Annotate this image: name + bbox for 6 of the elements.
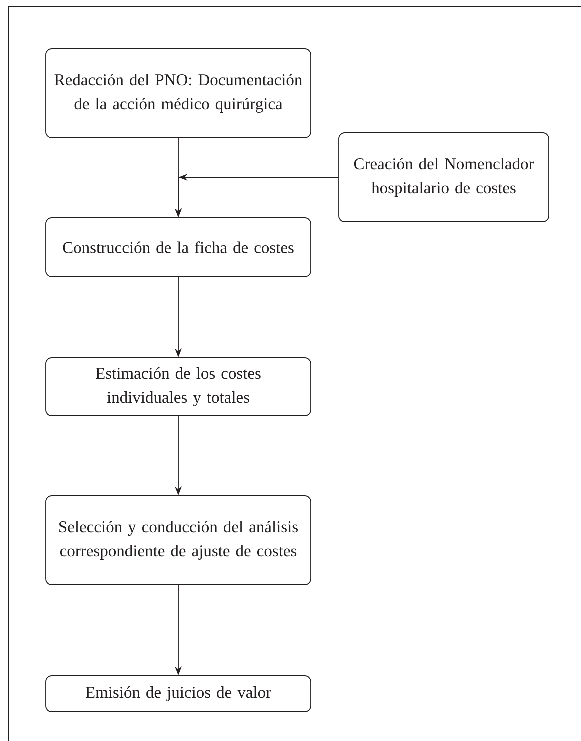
process-box: Emisión de juicios de valor [46,676,312,712]
process-box: Creación del Nomenclador hospitalario de costes [338,132,550,222]
process-box: Redacción del PNO: Documentación de la acción médico quirúrgica [46,48,312,138]
process-box: Estimación de los costes individuales y totales [46,358,312,416]
process-box: Selección y conducción del análisis correspondiente de ajuste de costes [46,496,312,586]
process-box: Construcción de la ficha de costes [46,218,312,278]
